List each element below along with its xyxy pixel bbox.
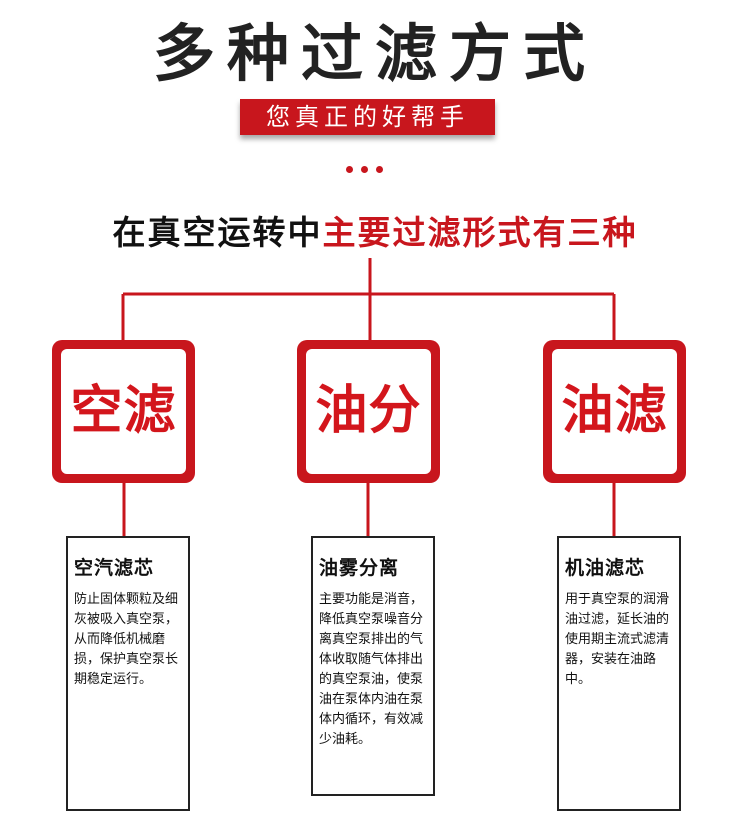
card-title: 机油滤芯 bbox=[565, 557, 646, 579]
tile-label: 油分 bbox=[306, 349, 431, 474]
card-air-filter: 空汽滤芯 防止固体颗粒及细灰被吸入真空泵，从而降低机械磨损，保护真空泵长期稳定运… bbox=[66, 536, 190, 811]
page-title: 多种过滤方式 bbox=[152, 17, 597, 90]
card-oil-filter: 机油滤芯 用于真空泵的润滑油过滤，延长油的使用期主流式滤清器，安装在油路中。 bbox=[557, 536, 681, 811]
headline-part-dark: 在真空运转中 bbox=[112, 213, 323, 252]
dot-icon bbox=[361, 166, 368, 173]
card-title: 油雾分离 bbox=[319, 557, 400, 579]
tile-oil-filter: 油滤 bbox=[543, 340, 686, 483]
card-description: 防止固体颗粒及细灰被吸入真空泵，从而降低机械磨损，保护真空泵长期稳定运行。 bbox=[74, 592, 179, 687]
tile-oil-separator: 油分 bbox=[297, 340, 440, 483]
card-title: 空汽滤芯 bbox=[74, 557, 155, 579]
headline: 在真空运转中主要过滤形式有三种 bbox=[0, 211, 750, 255]
dot-icon bbox=[376, 166, 383, 173]
tile-label: 空滤 bbox=[61, 349, 186, 474]
headline-part-red: 主要过滤形式有三种 bbox=[322, 213, 638, 252]
card-description: 主要功能是消音，降低真空泵噪音分离真空泵排出的气体收取随气体排出的真空泵油，使泵… bbox=[319, 592, 424, 747]
card-oil-separator: 油雾分离 主要功能是消音，降低真空泵噪音分离真空泵排出的气体收取随气体排出的真空… bbox=[311, 536, 435, 796]
tile-air-filter: 空滤 bbox=[52, 340, 195, 483]
card-description: 用于真空泵的润滑油过滤，延长油的使用期主流式滤清器，安装在油路中。 bbox=[565, 592, 670, 687]
subtitle-badge: 您真正的好帮手 bbox=[240, 99, 495, 135]
tile-label: 油滤 bbox=[552, 349, 677, 474]
dot-icon bbox=[346, 166, 353, 173]
